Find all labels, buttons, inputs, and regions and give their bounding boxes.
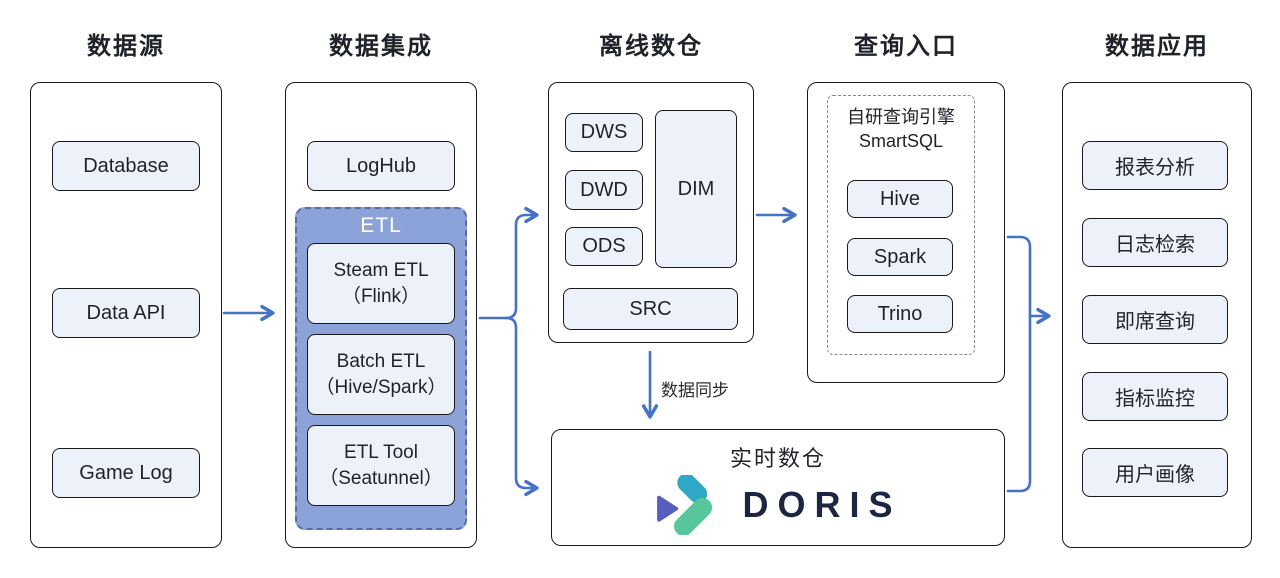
node-stream-etl-line1: Steam ETL: [333, 260, 429, 282]
node-spark: Spark: [847, 238, 953, 276]
node-trino: Trino: [847, 295, 953, 333]
node-stream-etl: Steam ETL （Flink）: [307, 243, 455, 324]
column-title-applications: 数据应用: [1105, 33, 1209, 60]
node-dwd: DWD: [565, 170, 643, 210]
data-sync-label: 数据同步: [661, 381, 729, 400]
smartsql-engine-title: 自研查询引擎 SmartSQL: [827, 105, 975, 154]
node-data-api: Data API: [52, 288, 200, 338]
node-hive: Hive: [847, 180, 953, 218]
column-title-data-source: 数据源: [87, 33, 165, 60]
node-report-analysis: 报表分析: [1082, 141, 1228, 190]
smartsql-engine-title-line1: 自研查询引擎: [847, 107, 955, 127]
node-game-log: Game Log: [52, 448, 200, 498]
node-loghub: LogHub: [307, 141, 455, 191]
node-log-search: 日志检索: [1082, 218, 1228, 267]
node-dws: DWS: [565, 113, 643, 152]
node-metric-monitor: 指标监控: [1082, 372, 1228, 421]
doris-logo-icon: [654, 475, 728, 535]
doris-logo-text: DORIS: [742, 484, 902, 525]
node-etl-tool: ETL Tool （Seatunnel）: [307, 425, 455, 506]
node-batch-etl: Batch ETL （Hive/Spark）: [307, 334, 455, 415]
column-title-integration: 数据集成: [329, 33, 433, 60]
node-adhoc-query: 即席查询: [1082, 295, 1228, 344]
node-database: Database: [52, 141, 200, 191]
realtime-dw-title: 实时数仓: [729, 446, 826, 471]
column-title-offline-dw: 离线数仓: [599, 33, 703, 60]
node-stream-etl-line2: （Flink）: [341, 285, 421, 307]
column-title-query-entry: 查询入口: [854, 33, 958, 60]
panel-realtime-dw: [551, 429, 1005, 546]
arrow-integration-to-offline: [504, 206, 539, 320]
arrow-realtime-to-merge: [1006, 314, 1032, 493]
node-src: SRC: [563, 288, 738, 330]
arrow-integration-to-realtime: [504, 316, 539, 497]
node-etl-tool-line1: ETL Tool: [344, 442, 418, 464]
node-batch-etl-line2: （Hive/Spark）: [315, 376, 447, 398]
node-ods: ODS: [565, 227, 643, 266]
node-batch-etl-line1: Batch ETL: [336, 351, 426, 373]
node-etl-tool-line2: （Seatunnel）: [319, 467, 443, 489]
doris-logo: DORIS: [551, 472, 1005, 538]
etl-group-label: ETL: [360, 214, 402, 237]
smartsql-engine-title-line2: SmartSQL: [858, 131, 944, 152]
node-dim: DIM: [655, 110, 737, 268]
arrow-query-to-merge: [1006, 235, 1032, 318]
node-user-profile: 用户画像: [1082, 448, 1228, 497]
